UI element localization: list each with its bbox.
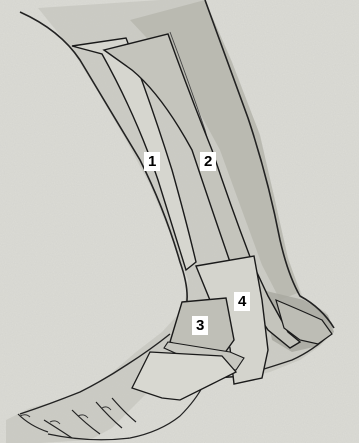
strip-label-2: 2 [200,152,216,171]
strip-label-1: 1 [144,152,160,171]
strip-label-4: 4 [234,292,250,311]
strip-label-3: 3 [192,316,208,335]
